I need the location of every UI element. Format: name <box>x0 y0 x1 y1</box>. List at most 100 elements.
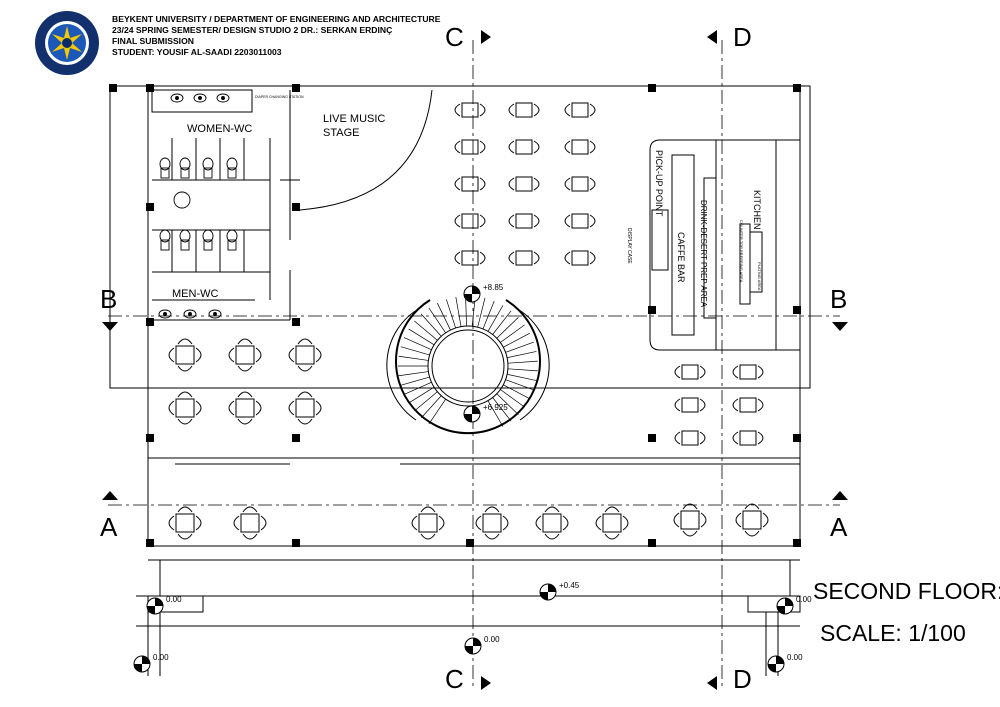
level-stair-bottom-value: +6.925 <box>483 403 508 412</box>
column <box>793 84 801 92</box>
stair-tread <box>496 393 519 415</box>
sink <box>158 309 172 319</box>
arrow-a-right <box>832 491 848 500</box>
table-four-seat <box>168 338 202 372</box>
stair-tread <box>507 368 538 372</box>
stair-tread <box>420 313 442 337</box>
stair-tread <box>503 332 530 348</box>
level-ground-left-value: 0.00 <box>153 653 169 662</box>
student-line: STUDENT: YOUSIF AL-SAADI 2203011003 <box>112 47 282 57</box>
arrow-c-top <box>481 30 491 44</box>
sink <box>183 309 197 319</box>
level-pier-left-value: 0.00 <box>166 595 182 604</box>
level-ground-right: 0.00 <box>767 653 803 673</box>
column <box>146 539 154 547</box>
toilet <box>179 157 191 179</box>
stair-tread <box>408 328 435 346</box>
pickup-label: PICK-UP POINT <box>654 150 664 217</box>
table-two-seat <box>564 250 596 266</box>
level-terrace-value: +0.45 <box>559 581 580 590</box>
table-two-seat <box>674 364 706 380</box>
stair-tread <box>492 310 512 335</box>
stair-tread <box>505 379 534 391</box>
stair-tread <box>477 297 486 328</box>
stair-tread <box>414 391 438 412</box>
sink <box>170 93 184 103</box>
column <box>146 84 154 92</box>
column <box>292 203 300 211</box>
level-ground-right-value: 0.00 <box>787 653 803 662</box>
stair-tread <box>428 398 446 425</box>
column <box>793 434 801 442</box>
stair-tread <box>507 351 537 359</box>
column <box>793 306 801 314</box>
kitchen-label: KITCHEN <box>752 190 762 230</box>
toilet <box>202 157 214 179</box>
table-four-seat <box>475 506 509 540</box>
stage-edge <box>299 89 433 211</box>
column <box>292 318 300 326</box>
toilet <box>202 229 214 251</box>
level-pier-left: 0.00 <box>146 595 182 615</box>
sink <box>208 309 222 319</box>
section-c-top: C <box>445 22 464 52</box>
stair-tread <box>428 307 446 334</box>
columns <box>109 84 801 547</box>
table-four-seat <box>673 503 707 537</box>
table-four-seat <box>168 506 202 540</box>
stair-tread <box>500 324 525 343</box>
stair-tread <box>505 341 534 353</box>
section-b-right: B <box>830 284 848 314</box>
toilet <box>179 229 191 251</box>
table-two-seat <box>454 213 486 229</box>
table-two-seat <box>508 102 540 118</box>
column <box>648 434 656 442</box>
table-four-seat <box>411 506 445 540</box>
stair-tread <box>398 355 429 361</box>
table-two-seat <box>508 176 540 192</box>
level-ground-center-value: 0.00 <box>484 635 500 644</box>
table-two-seat <box>732 397 764 413</box>
table-four-seat <box>168 391 202 425</box>
column <box>648 84 656 92</box>
table-four-seat <box>228 338 262 372</box>
arrow-a-left <box>102 491 118 500</box>
column <box>109 84 117 92</box>
stage-label-2: STAGE <box>323 127 359 139</box>
drink-prep-label: DRINK-DESERT PREP AREA <box>699 200 708 308</box>
toilet <box>226 229 238 251</box>
women-wc-label: WOMEN-WC <box>187 123 252 135</box>
arrow-b-left <box>102 322 118 331</box>
column <box>292 84 300 92</box>
table-two-seat <box>564 139 596 155</box>
level-pier-right: 0.00 <box>776 595 812 615</box>
stair-tread <box>496 317 519 339</box>
plating-label: PLATING AREA <box>757 262 762 291</box>
stair-tread <box>403 337 432 351</box>
column <box>146 203 154 211</box>
table-two-seat <box>732 430 764 446</box>
column <box>146 434 154 442</box>
stair-tread <box>492 397 512 422</box>
university-line: BEYKENT UNIVERSITY / DEPARTMENT OF ENGIN… <box>112 14 441 24</box>
column <box>648 306 656 314</box>
sink <box>193 93 207 103</box>
cafe-bar-block <box>649 139 801 351</box>
sink <box>216 93 230 103</box>
stair-tread <box>400 376 430 386</box>
column <box>292 434 300 442</box>
table-two-seat <box>674 430 706 446</box>
stage-label-1: LIVE MUSIC <box>323 113 385 125</box>
floor-title: SECOND FLOOR: <box>813 578 1000 604</box>
men-wc-label: MEN-WC <box>172 288 218 300</box>
column <box>793 539 801 547</box>
arrow-c-bottom <box>481 676 491 690</box>
stair-core <box>427 325 509 407</box>
table-two-seat <box>508 139 540 155</box>
column <box>292 539 300 547</box>
stair-outer-rail <box>395 299 541 435</box>
table-two-seat <box>732 364 764 380</box>
table-two-seat <box>454 176 486 192</box>
caffe-bar-label: CAFFE BAR <box>676 232 686 283</box>
